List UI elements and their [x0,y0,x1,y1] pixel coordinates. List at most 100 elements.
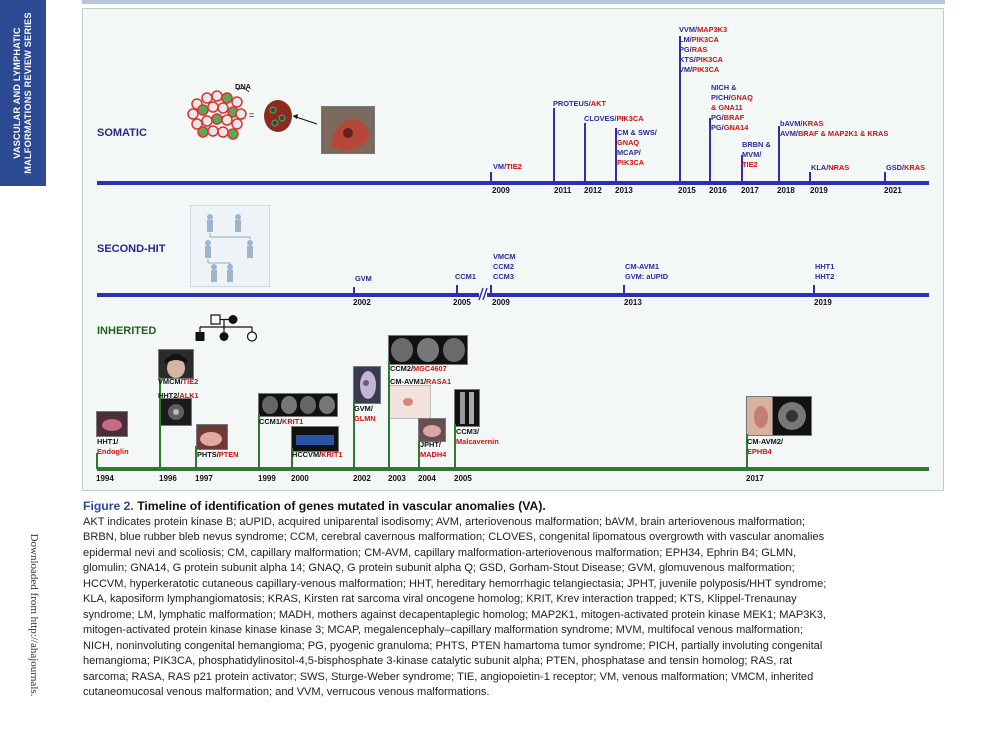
thumb-vmcm [158,349,194,379]
event-kts-phenotype: KTS/ [679,55,696,64]
thumb-hht2-image [161,399,191,425]
event-kla-nras: KLA/NRAS [811,163,849,173]
second-hit-year-2002: 2002 [353,298,371,307]
inherited-stem-2002 [353,400,355,469]
event-group-2016: NICH & PICH/GNAQ & GNA11 PG/BRAF PG/GNA1… [711,83,753,133]
inherited-stem-2004 [418,440,420,469]
event-vvm-phenotype: VVM/ [679,25,698,34]
second-hit-stem-2019 [813,285,815,297]
event-bavm-kras: bAVM/KRAS [780,119,888,129]
caption-line: NICH, noninvoluting congenital hemangiom… [83,639,823,652]
somatic-stem-2013 [615,128,617,182]
inherited-year-2000: 2000 [291,474,309,483]
inherited-ccm2-mgc4607: CCM2/MGC4607 [390,364,447,374]
inherited-hccvm-phenotype: HCCVM/ [292,450,322,459]
somatic-year-2018: 2018 [777,186,795,195]
thumb-ccm2 [388,335,468,365]
event-pg-phenotype: PG/ [679,45,692,54]
thumb-cm-avm2-scan-image [773,397,811,435]
thumb-ccm2-image [389,336,467,364]
event-kla-phenotype: KLA/ [811,163,829,172]
thumb-hht1-image [97,412,127,436]
thumb-ccm1 [258,393,338,417]
event-nich-line-2: PICH/GNAQ [711,93,753,103]
inherited-ccm3-gene: Malcavernin [456,437,499,446]
second-hit-ccm1: CCM1 [455,272,476,281]
family-tree-illustration [190,205,270,287]
figure-caption-title: Figure 2. Timeline of identification of … [83,499,546,513]
second-hit-stem-2005 [456,285,458,297]
event-avm-braf: AVM/BRAF & MAP2K1 & KRAS [780,129,888,139]
inherited-ccm2-gene: MGC4607 [413,364,447,373]
event-vm-tie2: VM/TIE2 [493,162,522,172]
event-vvm-map3k3: VVM/MAP3K3 [679,25,727,35]
event-pg-braf-gene: BRAF [723,113,745,122]
inherited-hht1-phenotype: HHT1/ [97,437,119,446]
inherited-year-2017: 2017 [746,474,764,483]
event-gsd-kras: GSD/KRAS [886,163,925,173]
thumb-cm-avm2-skin [746,396,774,436]
download-watermark: Downloaded from http://ahajournals. [28,533,40,697]
series-title-line-2: MALFORMATIONS REVIEW SERIES [23,12,33,174]
event-proteus-akt: PROTEUS/AKT [553,99,606,109]
thumb-cm-avm2-scan [772,396,812,436]
event-nich-line-3: & GNA11 [711,103,743,112]
thumb-hht2 [160,398,192,426]
pedigree-figures [205,214,253,282]
thumb-ccm1-image [259,394,337,416]
figure-label: Figure 2. [83,499,134,513]
event-pg-gna14: PG/GNA14 [711,123,753,133]
second-hit-hht2: HHT2 [815,272,835,281]
event-vvm-gene: MAP3K3 [697,25,728,34]
inherited-ccm3-malcavernin: CCM3/ Malcavernin [456,427,499,447]
event-bavm-phenotype: bAVM/ [780,119,803,128]
somatic-year-2019: 2019 [810,186,828,195]
somatic-lesion-photo [321,106,375,154]
second-hit-group-2019: HHT1 HHT2 [815,262,834,282]
caption-line: AKT indicates protein kinase B; aUPID, a… [83,516,806,528]
event-avm-gene: BRAF & MAP2K1 & KRAS [797,129,889,138]
inherited-cm-avm1-gene: RASA1 [426,377,452,386]
inherited-jpht-phenotype: JPHT/ [420,440,441,449]
thumb-jpht [418,418,446,442]
somatic-stem-2018 [778,126,780,182]
inherited-hht2-phenotype: HHT2/ [158,391,180,400]
thumb-hht1 [96,411,128,437]
event-brbn-line-3: TIE2 [742,160,758,169]
series-title: VASCULAR AND LYMPHATIC MALFORMATIONS REV… [12,3,34,183]
event-gsd-gene: KRAS [904,163,926,172]
second-hit-year-2019: 2019 [814,298,832,307]
somatic-stem-2011 [553,108,555,182]
inherited-year-2004: 2004 [418,474,436,483]
inherited-stem-2005 [454,424,456,469]
inherited-year-1997: 1997 [195,474,213,483]
inherited-vmcm-phenotype: VMCM/ [158,377,183,386]
event-brbn-line-1: BRBN & [742,140,771,149]
inherited-stem-1996 [159,377,161,469]
thumb-jpht-image [419,419,445,441]
second-hit-cm-avm1: CM-AVM1 [625,262,659,271]
figure-title: Timeline of identification of genes muta… [137,499,546,513]
somatic-year-2009: 2009 [492,186,510,195]
inherited-cm-avm2-ephb4: CM-AVM2/ EPHB4 [747,437,783,457]
somatic-year-2021: 2021 [884,186,902,195]
somatic-stem-2009 [490,172,492,182]
caption-line: BRBN, blue rubber bleb nevus syndrome; C… [83,531,825,544]
second-hit-year-2013: 2013 [624,298,642,307]
inherited-year-2002: 2002 [353,474,371,483]
caption-line: sarcoma; RASA, RAS p21 protein activator… [83,670,814,683]
event-pg-gna14-phenotype: PG/ [711,123,724,132]
inherited-hccvm-gene: KRIT1 [321,450,343,459]
series-band: VASCULAR AND LYMPHATIC MALFORMATIONS REV… [0,0,46,186]
event-cloves-phenotype: CLOVES/ [584,114,617,123]
somatic-stem-2012 [584,123,586,182]
second-hit-year-2009: 2009 [492,298,510,307]
inherited-ccm1-gene: KRIT1 [282,417,304,426]
inherited-cm-avm1-phenotype: CM-AVM1/ [390,377,426,386]
mosaic-cells-illustration: = [187,88,318,140]
caption-line: hemangioma; PIK3CA, phosphatidylinositol… [83,655,793,668]
caption-line: KLA, kaposiform lymphangiomatosis; KRAS,… [83,593,797,606]
somatic-stem-2015 [679,36,681,182]
thumb-cm-avm1 [389,385,431,419]
event-lm-pik3ca: LM/PIK3CA [679,35,727,45]
